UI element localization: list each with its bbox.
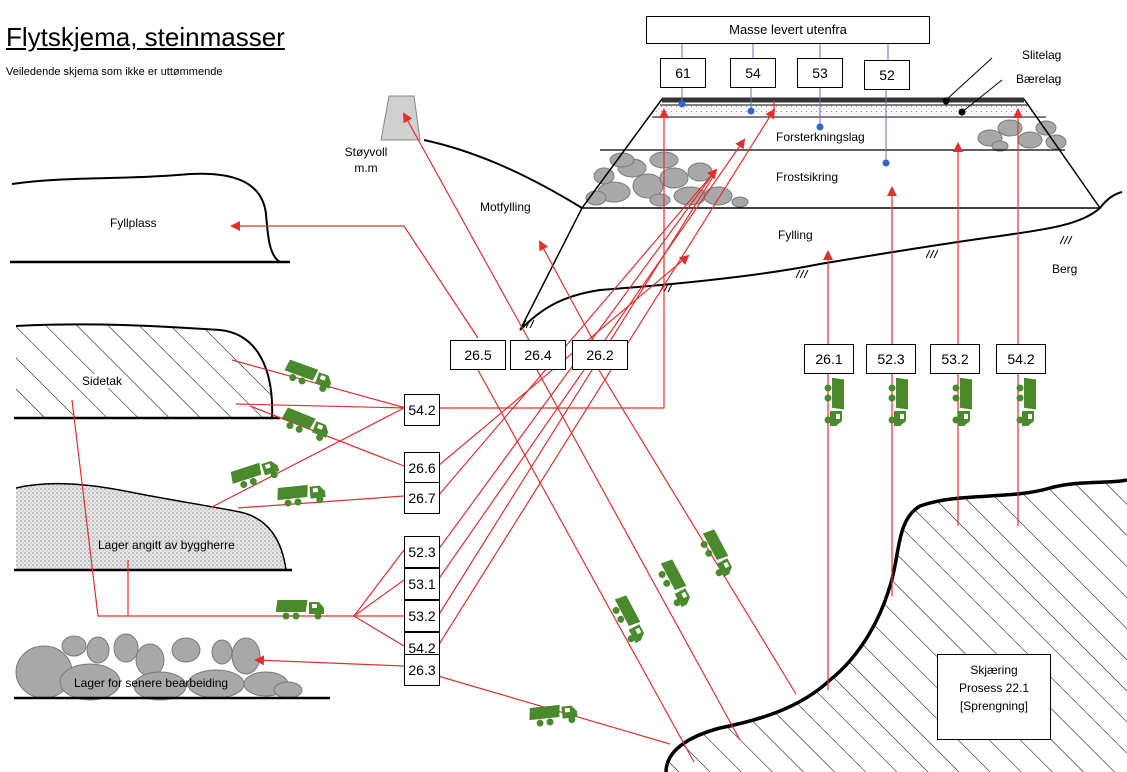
label-sidetak: Sidetak (82, 374, 123, 388)
code-box-53-1: 53.1 (404, 568, 440, 600)
code-box-54-2-top: 54.2 (404, 394, 440, 426)
code-box-53-2-right: 53.2 (930, 344, 980, 374)
page-subtitle: Veiledende skjema som ikke er uttømmende (6, 66, 223, 78)
label-stoyvoll-line1: Støyvoll (344, 145, 388, 159)
label-berg: Berg (1052, 262, 1078, 276)
skjaering-line2: Prosess 22.1 (958, 681, 1030, 695)
label-frostsikring: Frostsikring (776, 170, 839, 184)
code-box-54-2-right: 54.2 (996, 344, 1046, 374)
label-motfylling: Motfylling (480, 200, 531, 214)
code-box-26-7: 26.7 (404, 482, 440, 514)
code-box-26-4: 26.4 (510, 340, 566, 370)
stoyvoll-shape (380, 95, 421, 141)
top-code-52: 52 (864, 60, 910, 90)
label-baerelag: Bærelag (1016, 72, 1062, 86)
sidetak-area (14, 323, 280, 420)
code-box-52-3-right: 52.3 (866, 344, 916, 374)
label-lager-senere: Lager for senere bearbeiding (74, 676, 229, 690)
label-stoyvoll-line2: m.m (354, 161, 378, 175)
code-box-26-2: 26.2 (572, 340, 628, 370)
label-lager-byggherre: Lager angitt av byggherre (98, 538, 235, 552)
code-box-53-2-left: 53.2 (404, 600, 440, 632)
code-box-26-1: 26.1 (804, 344, 854, 374)
code-box-26-3: 26.3 (404, 654, 440, 686)
fyllplass-area (10, 172, 290, 264)
page-title: Flytskjema, steinmasser (6, 22, 285, 52)
code-box-26-5: 26.5 (450, 340, 506, 370)
label-slitelag: Slitelag (1022, 48, 1062, 62)
lager-senere-area (15, 633, 303, 701)
code-box-52-3-left: 52.3 (404, 536, 440, 568)
label-stoyvoll: Støyvoll m.m (336, 144, 396, 176)
lager-byggherre-area (14, 482, 292, 572)
top-code-61: 61 (660, 58, 706, 88)
top-code-54: 54 (730, 58, 776, 88)
road-section (423, 57, 1123, 331)
label-fyllplass: Fyllplass (110, 216, 157, 230)
label-fylling: Fylling (778, 228, 813, 242)
skjaering-area (664, 478, 1127, 772)
skjaering-line1: Skjæring (970, 663, 1018, 677)
code-box-26-6: 26.6 (404, 452, 440, 484)
top-code-53: 53 (797, 58, 843, 88)
skjaering-line3: [Sprengning] (959, 699, 1029, 713)
label-forsterkningslag: Forsterkningslag (776, 130, 865, 144)
external-mass-box: Masse levert utenfra (646, 16, 930, 44)
skjaering-box: Skjæring Prosess 22.1 [Sprengning] (937, 654, 1051, 740)
